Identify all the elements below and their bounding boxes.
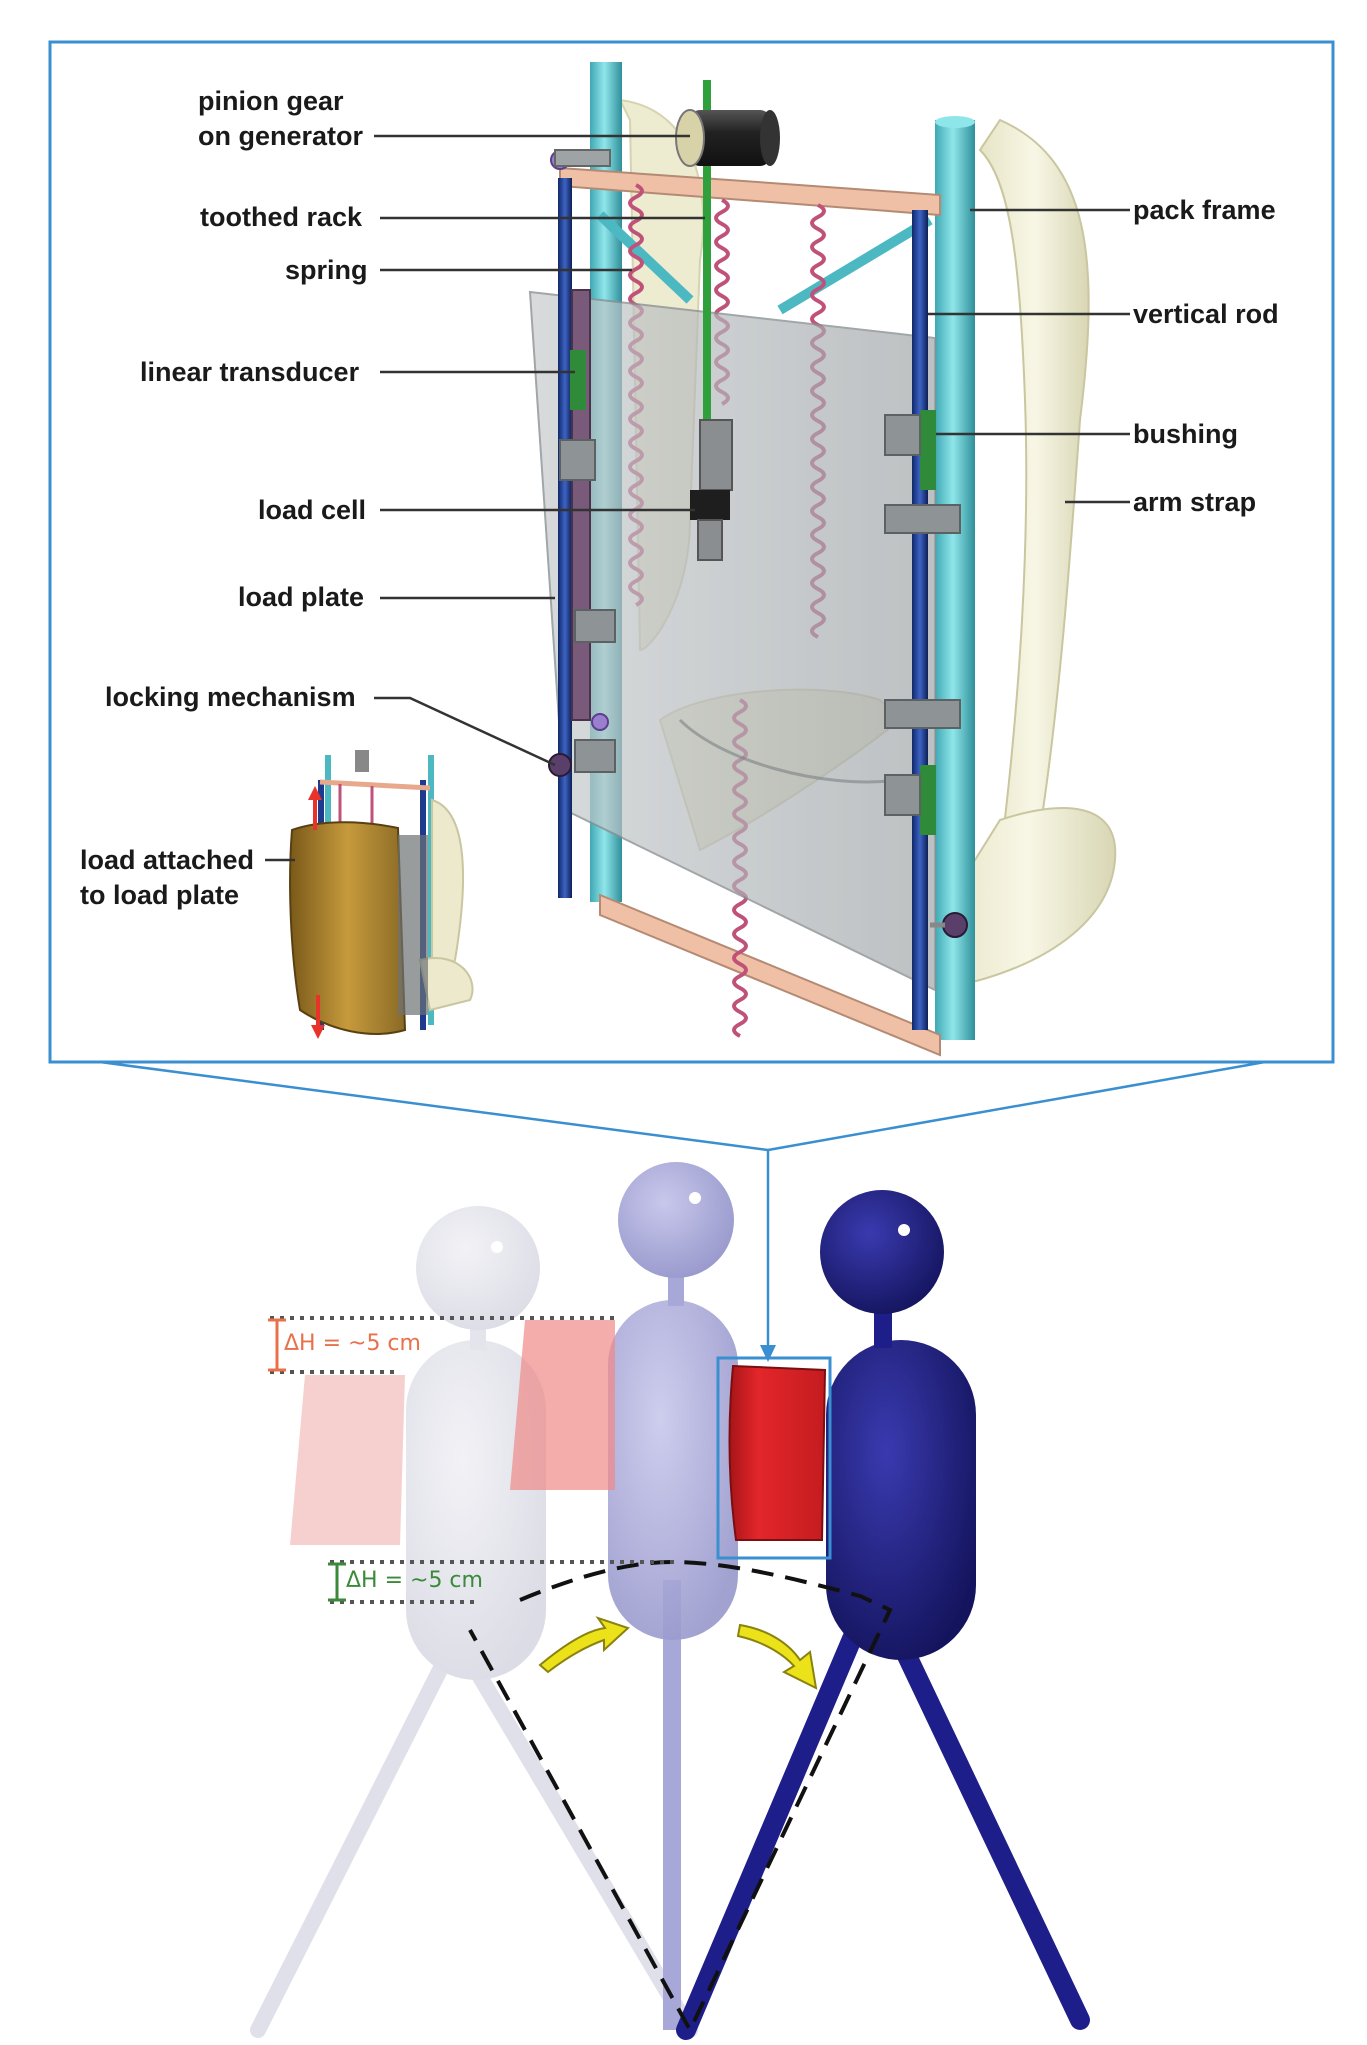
vertical-rod-left [558,178,572,898]
delta-h-hip-label: ΔH = ~5 cm [346,1568,483,1593]
projection-lines [99,1060,1266,1355]
label-load-attached-line1: load attached [80,845,255,875]
label-bushing: bushing [1133,419,1238,449]
figure-dark [676,1190,1090,2040]
leader-lines [265,134,1130,862]
load-dark-outline [716,1356,832,1560]
load-attached-thumbnail [289,750,474,1039]
load-cell-shape [690,490,730,520]
label-pinion-gear-line2: on generator [198,121,364,151]
hip-belt-shape [938,807,1117,992]
delta-h-load-bracket [268,1318,286,1372]
delta-h-load-guides [270,1316,615,1374]
delta-h-hip-guides [330,1560,680,1604]
label-load-attached: load attached to load plate [80,843,254,913]
bottom-frame-bar [599,893,941,1057]
label-spring: spring [285,255,368,285]
label-locking-mechanism: locking mechanism [105,682,356,712]
label-linear-transducer: linear transducer [140,357,360,387]
gait-arrow-2 [736,1623,818,1690]
load-light [290,1375,405,1545]
load-dark [728,1364,827,1541]
locking-knob-left [548,753,572,777]
label-pinion-gear: pinion gear on generator [198,84,363,154]
generator-shape [675,109,780,167]
delta-h-load-label: ΔH = ~5 cm [284,1331,421,1356]
toothed-rack-shape [703,80,711,440]
label-pack-frame: pack frame [1133,195,1276,225]
label-load-cell: load cell [258,495,367,525]
bushing-shape [920,410,936,490]
load-plate-shape [528,290,936,992]
vertical-rod-right [912,210,928,1030]
label-toothed-rack: toothed rack [200,202,363,232]
load-mid [510,1320,615,1490]
gait-arrow-1 [538,1616,630,1674]
com-trajectory [468,1559,893,2035]
figure-light [250,1206,698,2038]
locking-knob-right [942,912,968,938]
label-arm-strap: arm strap [1133,487,1257,517]
label-pinion-gear-line1: pinion gear [198,86,344,116]
label-load-plate: load plate [238,582,365,612]
delta-h-hip-bracket [328,1562,346,1602]
projection-arrowhead [760,1345,776,1362]
brackets [559,414,961,816]
figure-mid [608,1162,738,2030]
label-load-attached-line2: to load plate [80,880,240,910]
label-vertical-rod: vertical rod [1133,299,1279,329]
pack-frame-rod-right [935,120,975,1040]
